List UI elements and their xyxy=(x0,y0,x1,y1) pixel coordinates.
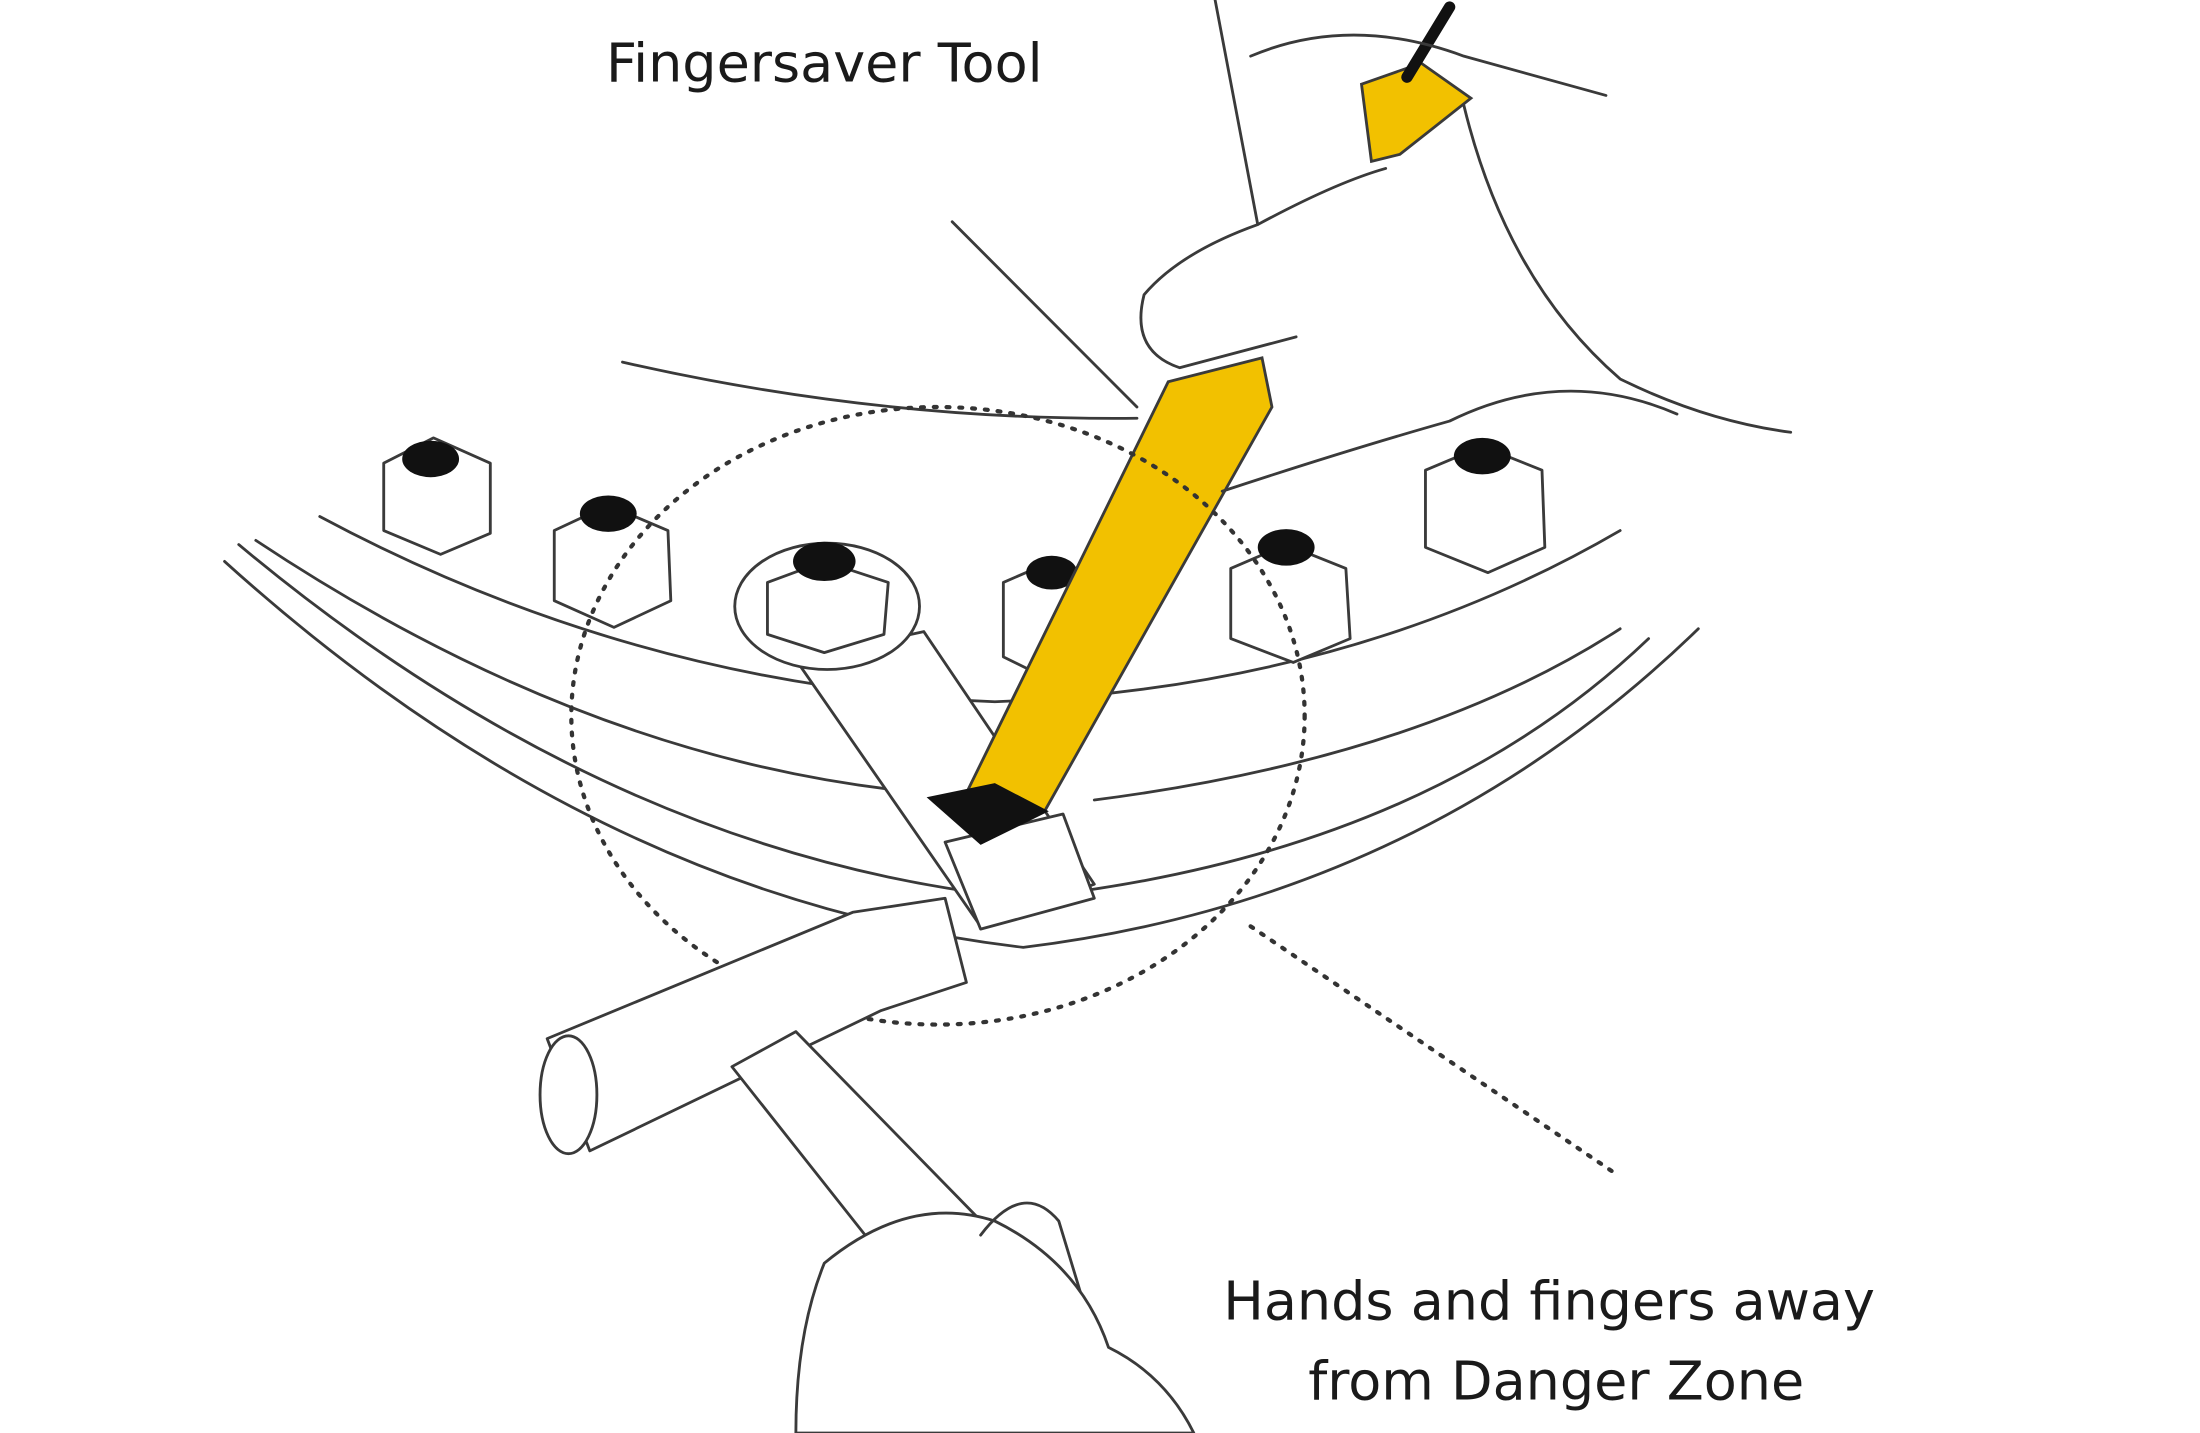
nut-4 xyxy=(1229,529,1352,664)
flange xyxy=(223,220,1700,949)
danger-zone-pointer xyxy=(1248,924,1616,1175)
hand-holding-tool xyxy=(1139,0,1793,493)
hammer xyxy=(538,896,1196,1433)
bolt-nuts xyxy=(382,436,1547,680)
warning-line-1: Hands and fingers away xyxy=(1223,1270,1875,1333)
diagram-title: Fingersaver Tool xyxy=(606,32,1043,95)
fingersaver-tool xyxy=(926,1,1474,845)
nut-1 xyxy=(382,436,492,556)
danger-zone-circle xyxy=(569,404,1307,1027)
nut-2 xyxy=(552,495,673,629)
warning-line-2: from Danger Zone xyxy=(1308,1350,1804,1413)
nut-5 xyxy=(1424,437,1547,575)
